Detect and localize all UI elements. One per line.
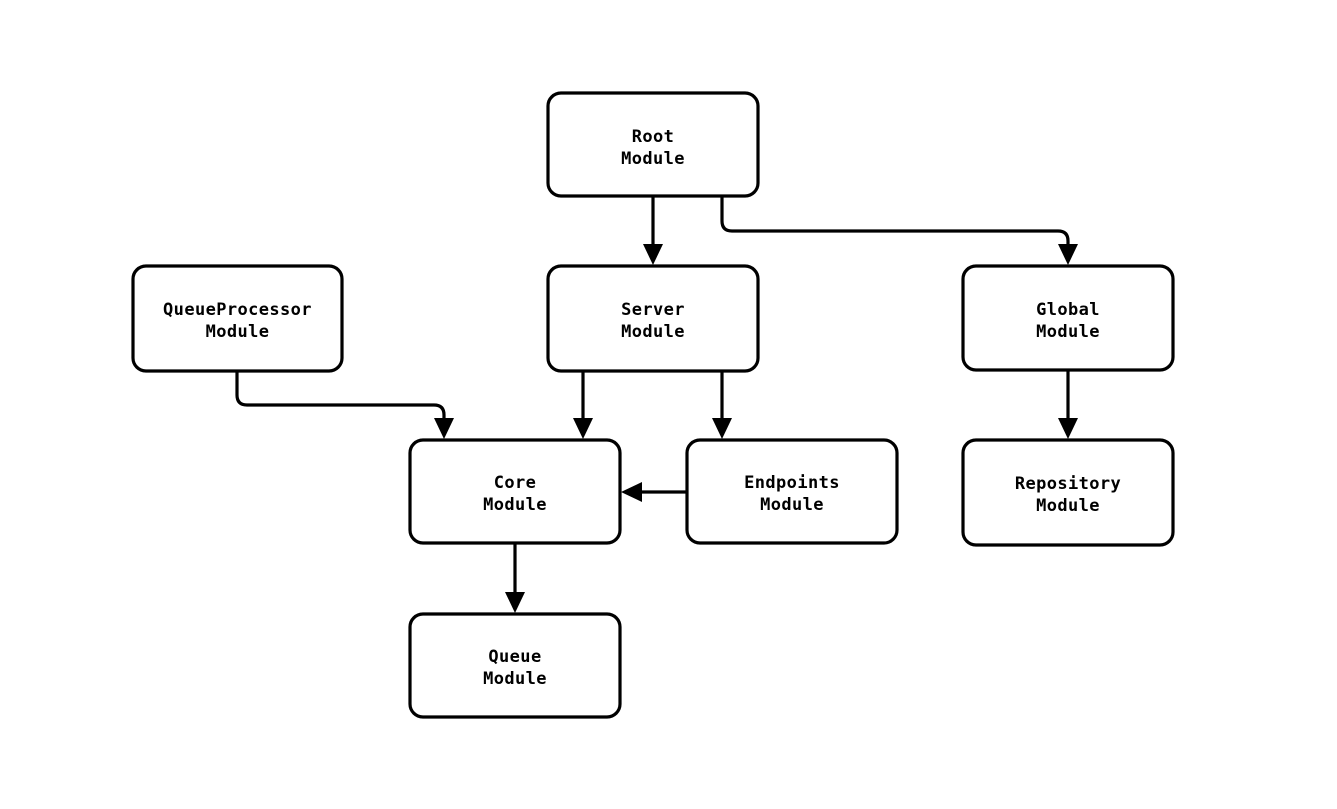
arrow-head-down-icon — [1058, 244, 1078, 265]
edge-queueprocessor-to-core — [235, 371, 454, 439]
node-queueprocessor-module[interactable]: QueueProcessor Module — [131, 264, 344, 373]
arrow-head-left-icon — [621, 482, 642, 502]
arrow-head-down-icon — [1058, 418, 1078, 439]
arrow-head-down-icon — [434, 418, 454, 439]
edge-line — [235, 371, 446, 421]
edge-root-to-server — [643, 196, 663, 265]
node-root-module[interactable]: Root Module — [546, 91, 760, 198]
node-repository-module[interactable]: Repository Module — [961, 438, 1175, 547]
edge-endpoints-to-core — [621, 482, 687, 502]
node-label-line1: Server — [621, 300, 685, 320]
node-label-line2: Module — [621, 149, 685, 169]
node-label-line2: Module — [760, 495, 824, 515]
node-box[interactable] — [408, 438, 622, 545]
node-label-line2: Module — [1036, 496, 1100, 516]
node-label-line2: Module — [483, 495, 547, 515]
arrow-head-down-icon — [712, 418, 732, 439]
node-box[interactable] — [546, 91, 760, 198]
node-box[interactable] — [685, 438, 899, 545]
node-label-line1: Repository — [1015, 474, 1121, 494]
edge-server-to-endpoints — [712, 371, 732, 439]
node-layer: Root Module QueueProcessor Module Server… — [131, 91, 1175, 719]
arrow-head-down-icon — [505, 592, 525, 613]
edge-server-to-core — [573, 371, 593, 439]
arrow-head-down-icon — [573, 418, 593, 439]
edge-layer — [235, 196, 1078, 613]
node-label-line1: Core — [494, 473, 537, 493]
node-box[interactable] — [131, 264, 344, 373]
node-server-module[interactable]: Server Module — [546, 264, 760, 373]
edge-root-to-global — [720, 196, 1078, 265]
node-label-line2: Module — [206, 322, 270, 342]
node-label-line1: Global — [1036, 300, 1100, 320]
node-core-module[interactable]: Core Module — [408, 438, 622, 545]
edge-line — [720, 196, 1070, 247]
node-box[interactable] — [961, 438, 1175, 547]
node-queue-module[interactable]: Queue Module — [408, 612, 622, 719]
node-box[interactable] — [546, 264, 760, 373]
edge-global-to-repository — [1058, 370, 1078, 439]
node-endpoints-module[interactable]: Endpoints Module — [685, 438, 899, 545]
node-box[interactable] — [961, 264, 1175, 372]
edge-core-to-queue — [505, 543, 525, 613]
node-box[interactable] — [408, 612, 622, 719]
node-label-line1: Endpoints — [744, 473, 840, 493]
node-label-line1: Queue — [488, 647, 541, 667]
arrow-head-down-icon — [643, 244, 663, 265]
node-label-line1: Root — [632, 127, 675, 147]
node-label-line2: Module — [621, 322, 685, 342]
node-label-line1: QueueProcessor — [163, 300, 312, 320]
node-label-line2: Module — [1036, 322, 1100, 342]
node-global-module[interactable]: Global Module — [961, 264, 1175, 372]
node-label-line2: Module — [483, 669, 547, 689]
